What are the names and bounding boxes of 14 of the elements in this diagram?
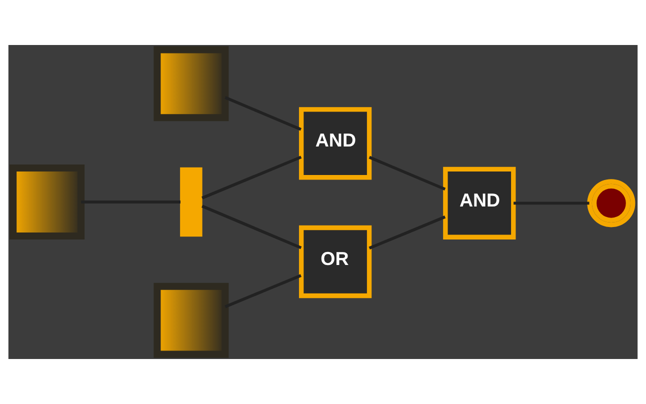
node-box: AND: [443, 166, 516, 240]
connector: [202, 156, 302, 200]
node-box: AND: [298, 107, 372, 180]
node-switch: [154, 46, 229, 122]
connector: [224, 96, 302, 131]
connector: [202, 204, 302, 250]
node-switch: [154, 282, 229, 358]
connector: [224, 274, 302, 308]
node-circle: [587, 179, 636, 228]
node-switch: [10, 164, 85, 240]
node-box: OR: [298, 225, 372, 298]
node-bar: [180, 167, 202, 237]
connector: [368, 216, 446, 250]
connector: [368, 156, 446, 191]
